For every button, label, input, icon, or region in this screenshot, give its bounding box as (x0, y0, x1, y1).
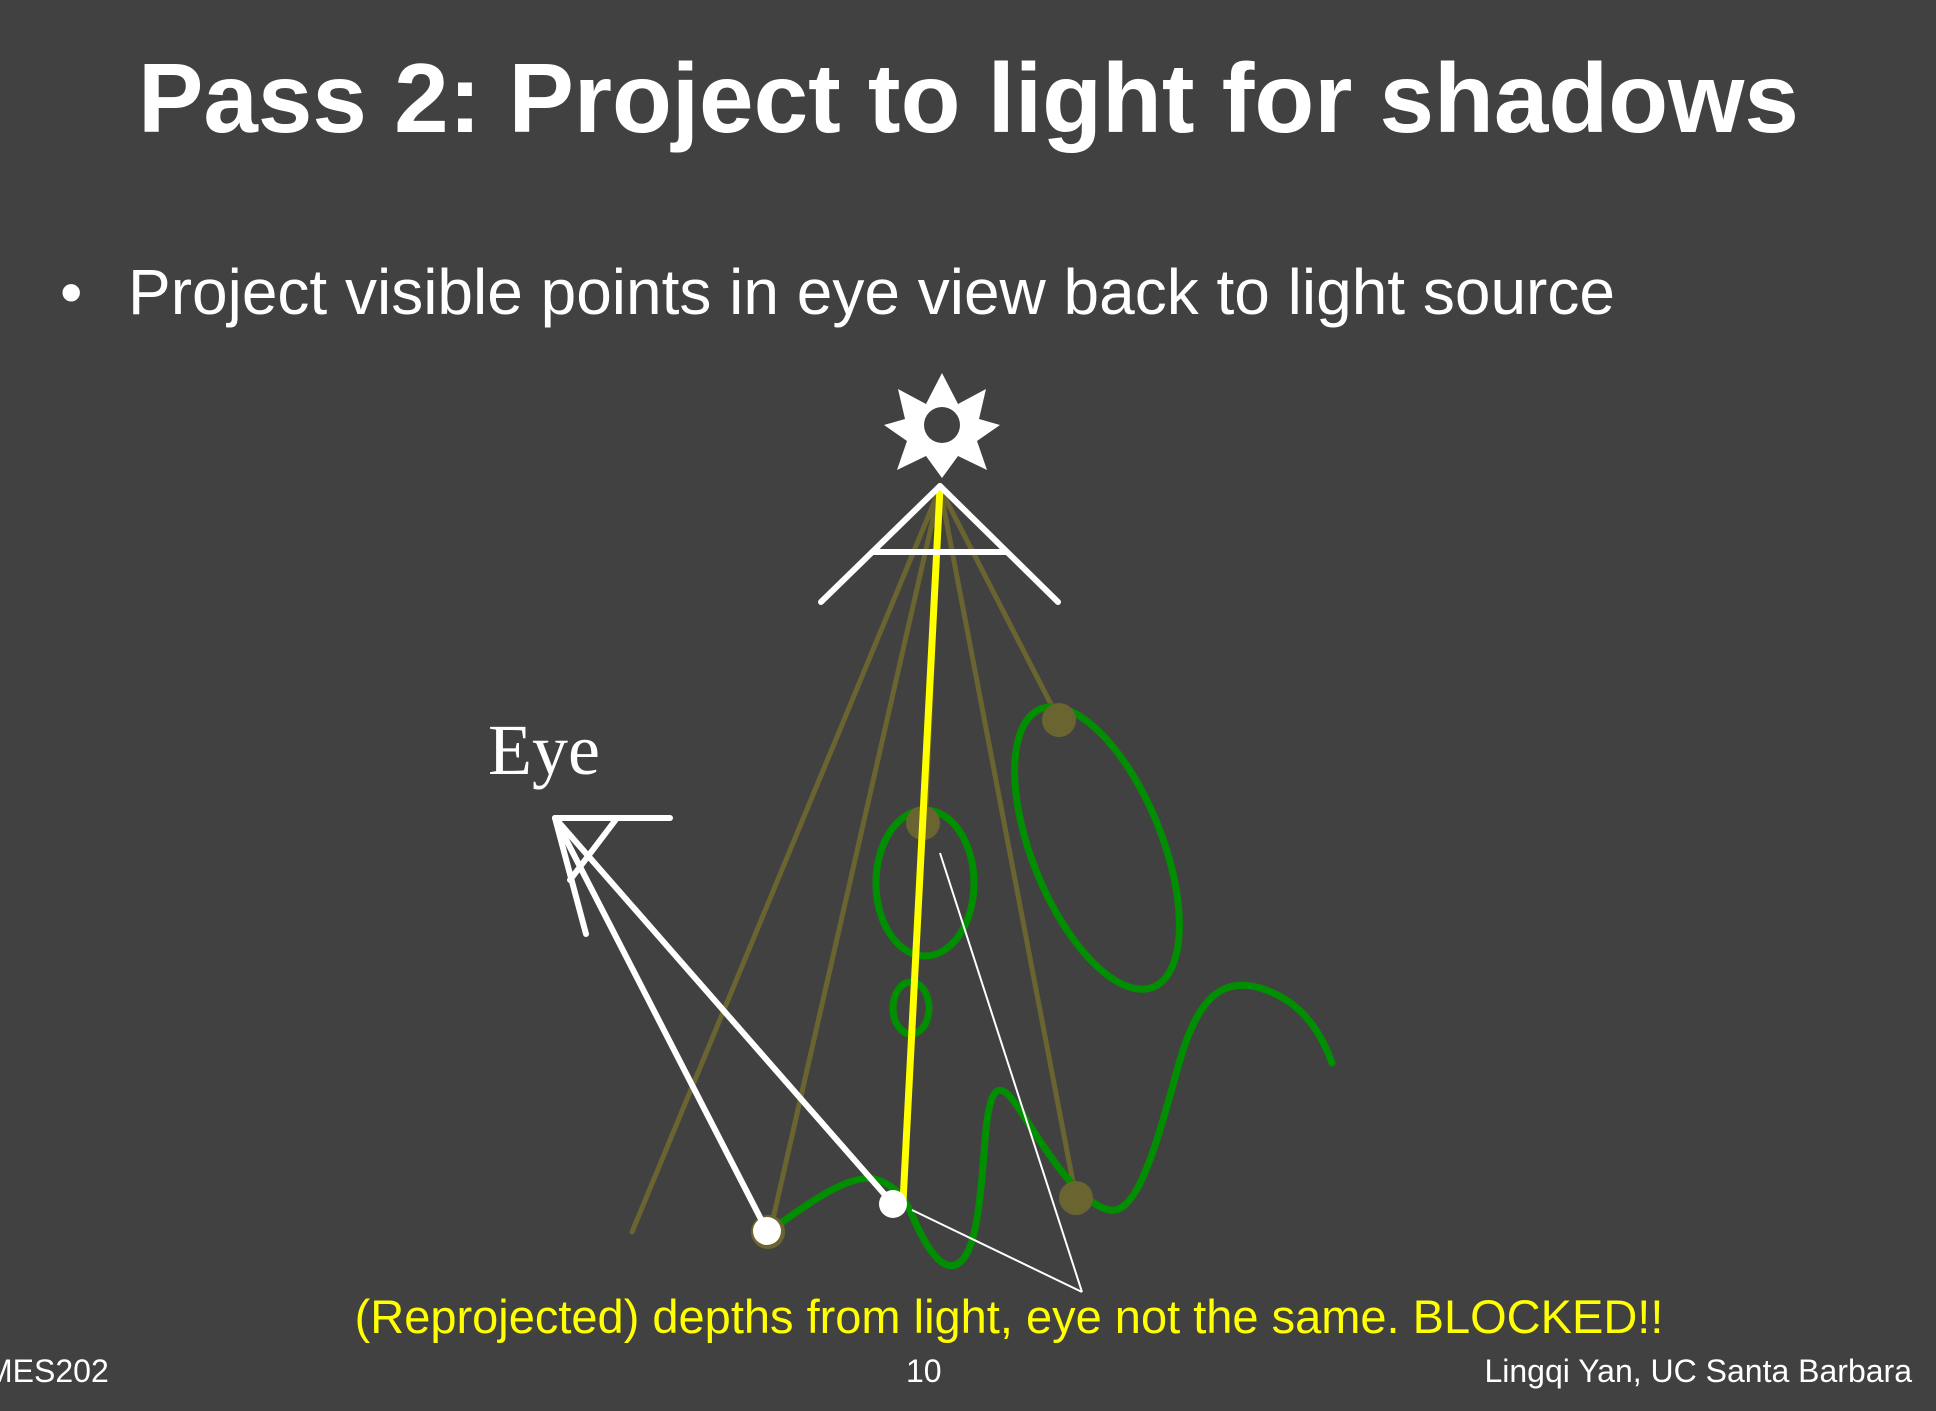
visible-points (753, 1190, 907, 1245)
bullet-marker: • (60, 256, 83, 328)
geometry-ground-curve (764, 981, 1336, 1270)
caption-pointer-lines (911, 852, 1083, 1293)
faded-ray-1 (629, 485, 943, 1235)
blocked-light-ray (899, 484, 944, 1206)
scene-geometry (764, 703, 1336, 1270)
page-number: 10 (906, 1353, 942, 1389)
faded-ray-5 (937, 485, 1079, 1201)
light-camera-icon (818, 483, 1061, 605)
slide-title: Pass 2: Project to light for shadows (138, 43, 1799, 153)
light-source-star-icon (884, 373, 1000, 478)
footer-author: Lingqi Yan, UC Santa Barbara (1484, 1353, 1912, 1389)
faded-ray-4 (937, 485, 1061, 721)
footer-course: MES202 (0, 1353, 109, 1389)
pointer-line-1 (939, 852, 1083, 1293)
eye-ray-1 (552, 815, 770, 1234)
eye-camera-icon (552, 815, 673, 937)
bullet-point: • Project visible points in eye view back… (60, 255, 1615, 329)
eye-rays (552, 815, 896, 1234)
bullet-text: Project visible points in eye view back … (128, 256, 1615, 328)
faded-ray-2 (767, 485, 943, 1235)
pointer-line-2 (911, 1209, 1083, 1293)
caption: (Reprojected) depths from light, eye not… (355, 1290, 1664, 1343)
faded-light-rays (629, 485, 1079, 1235)
geometry-ellipse-large (1011, 703, 1183, 993)
sample-point-4 (1059, 1181, 1093, 1215)
visible-point-2 (879, 1190, 907, 1218)
eye-label: Eye (488, 710, 600, 790)
sample-point-3 (1042, 703, 1076, 737)
visible-point-1 (753, 1217, 781, 1245)
eye-ray-2 (552, 815, 896, 1207)
